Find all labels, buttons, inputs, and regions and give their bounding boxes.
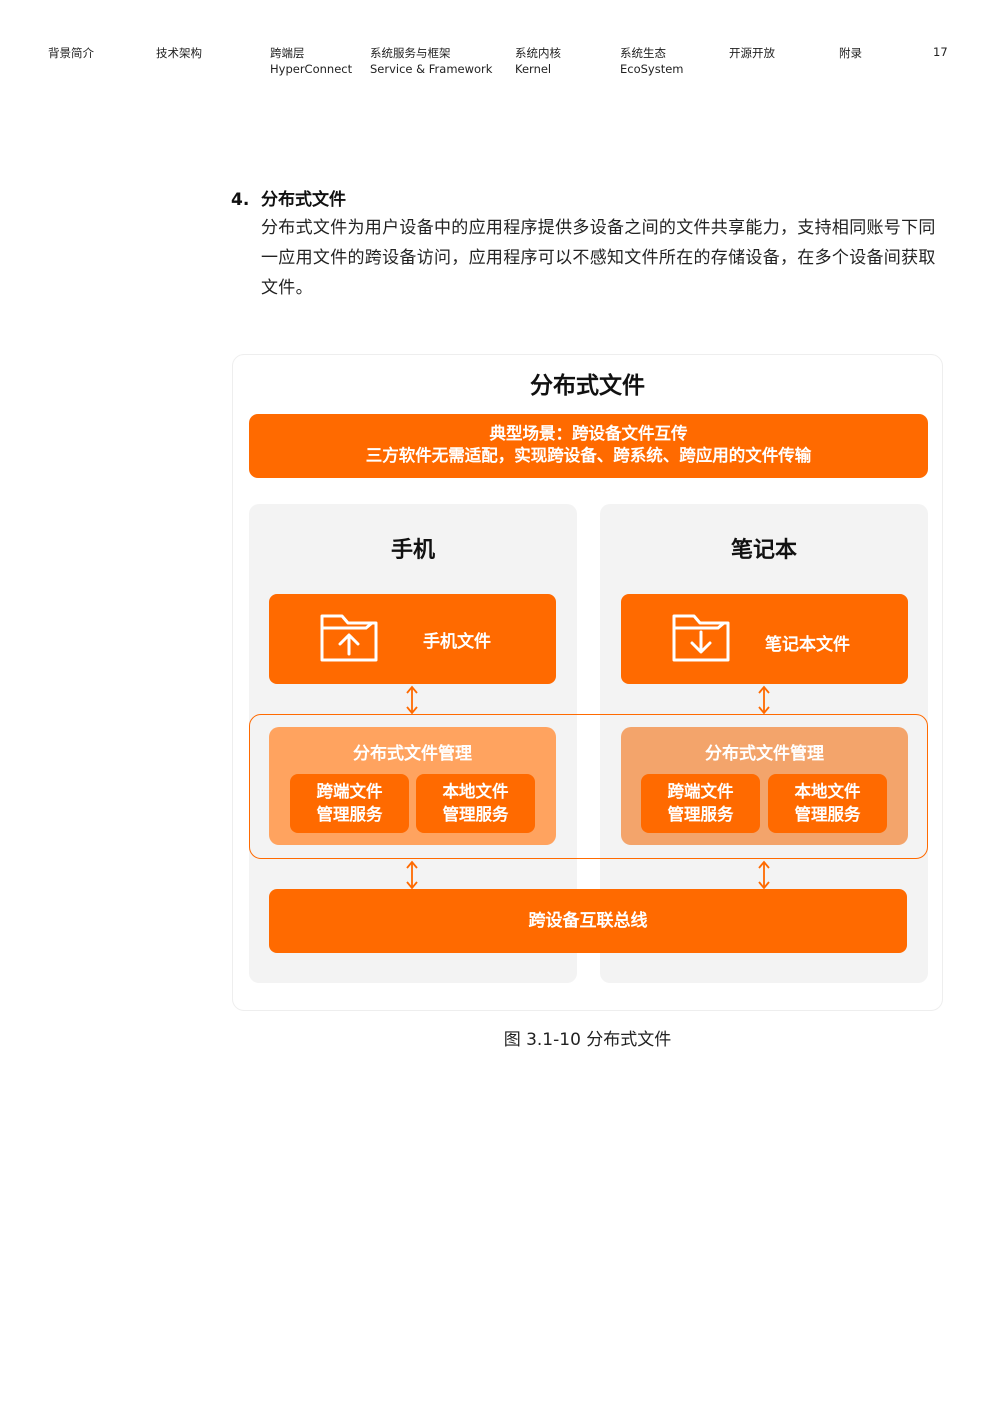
section-title: 分布式文件 [261, 190, 346, 210]
manager-group-outline [249, 714, 928, 859]
service-label-line-2: 管理服务 [667, 805, 734, 824]
nav-item-appendix[interactable]: 附录 [839, 46, 862, 60]
nav-item-open-source[interactable]: 开源开放 [729, 46, 775, 60]
nav-item-background[interactable]: 背景简介 [48, 46, 94, 60]
phone-panel-title: 手机 [390, 538, 435, 563]
phone-cross-device-service: 跨端文件 管理服务 [290, 774, 409, 833]
page-number: 17 [933, 45, 948, 59]
figure-frame [232, 354, 943, 1011]
laptop-file-manager: 分布式文件管理 跨端文件 管理服务 本地文件 管理服务 [621, 727, 908, 845]
scenario-line-2: 三方软件无需适配，实现跨设备、跨系统、跨应用的文件传输 [365, 446, 812, 465]
laptop-file-box: 笔记本文件 [621, 594, 908, 684]
phone-manager-title: 分布式文件管理 [353, 744, 472, 764]
nav-item-architecture[interactable]: 技术架构 [156, 46, 202, 60]
phone-file-box: 手机文件 [269, 594, 556, 684]
phone-local-file-service: 本地文件 管理服务 [416, 774, 535, 833]
service-label-line-2: 管理服务 [794, 805, 861, 824]
service-label-line-1: 跨端文件 [667, 782, 734, 801]
service-label-line-1: 跨端文件 [316, 782, 383, 801]
laptop-cross-device-service: 跨端文件 管理服务 [641, 774, 760, 833]
laptop-local-file-service: 本地文件 管理服务 [768, 774, 887, 833]
service-label-line-2: 管理服务 [442, 805, 509, 824]
nav-item-ecosystem[interactable]: 系统生态 EcoSystem [620, 46, 684, 76]
folder-download-icon [672, 614, 730, 662]
double-arrow-icon [406, 860, 418, 890]
service-label-line-1: 本地文件 [794, 782, 861, 801]
service-label-line-1: 本地文件 [442, 782, 509, 801]
figure-caption: 图 3.1-10 分布式文件 [503, 1030, 672, 1050]
section-number: 4. [231, 190, 250, 210]
section-heading: 4. 分布式文件 [231, 185, 346, 210]
laptop-manager-title: 分布式文件管理 [705, 744, 824, 764]
cross-device-bus: 跨设备互联总线 [269, 889, 907, 953]
scenario-banner: 典型场景：跨设备文件互传 三方软件无需适配，实现跨设备、跨系统、跨应用的文件传输 [249, 414, 928, 478]
nav-item-kernel[interactable]: 系统内核 Kernel [515, 46, 561, 76]
scenario-line-1: 典型场景：跨设备文件互传 [489, 424, 688, 443]
laptop-file-label: 笔记本文件 [765, 635, 850, 655]
double-arrow-icon [406, 685, 418, 715]
nav-item-service-framework[interactable]: 系统服务与框架 Service & Framework [370, 46, 493, 76]
diagram-title: 分布式文件 [530, 373, 645, 399]
folder-upload-icon [320, 614, 378, 662]
section-body: 分布式文件为用户设备中的应用程序提供多设备之间的文件共享能力，支持相同账号下同一… [261, 218, 936, 298]
phone-file-label: 手机文件 [423, 632, 491, 652]
phone-file-manager: 分布式文件管理 跨端文件 管理服务 本地文件 管理服务 [269, 727, 556, 845]
nav-item-hyperconnect[interactable]: 跨端层 HyperConnect [270, 46, 353, 76]
laptop-panel-title: 笔记本 [730, 538, 797, 563]
double-arrow-icon [758, 860, 770, 890]
double-arrow-icon [758, 685, 770, 715]
service-label-line-2: 管理服务 [316, 805, 383, 824]
